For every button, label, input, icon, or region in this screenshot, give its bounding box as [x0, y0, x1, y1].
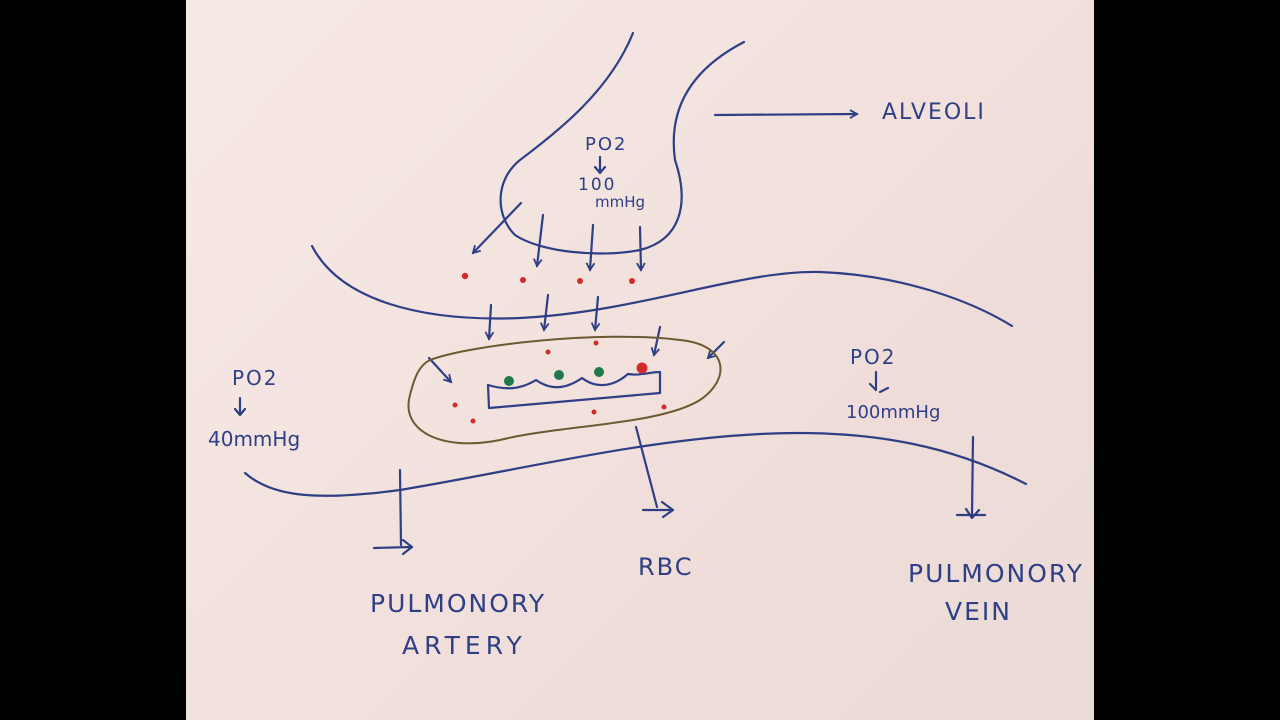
green-dot	[554, 370, 564, 380]
capillary-lower-wall	[243, 431, 1028, 497]
oxygen-dot	[591, 409, 597, 415]
oxygen-dot	[545, 349, 551, 355]
rbc-cell-outline	[407, 335, 722, 445]
hemoglobin-binding-sites	[504, 362, 648, 386]
green-dot	[504, 376, 514, 386]
paper-sheet	[186, 0, 1094, 720]
rbc-label: RBC	[638, 553, 693, 581]
oxygen-dot	[520, 277, 526, 283]
po2-artery-value: 40mmHg	[208, 427, 300, 451]
pulmonary-vein-label-line1: PULMONORY	[908, 559, 1084, 588]
po2-vein-value: 100mmHg	[846, 402, 940, 423]
po2-alveoli-unit: mmHg	[595, 193, 645, 211]
oxygen-dot	[577, 278, 583, 284]
oxygen-dot	[593, 340, 599, 346]
alveoli-label: ALVEOLI	[882, 100, 986, 125]
pulmonary-artery-pointer	[372, 468, 414, 556]
hemoglobin-strip	[486, 370, 662, 410]
alveolus-outline	[499, 31, 746, 255]
oxygen-dot-bound	[636, 362, 648, 374]
po2-vein-label: PO2	[850, 345, 897, 369]
pulmonary-artery-label-line2: ARTERY	[402, 631, 527, 660]
pulmonary-artery-label-line1: PULMONORY	[370, 589, 546, 618]
oxygen-dot	[470, 418, 476, 424]
capillary-upper-wall	[310, 244, 1014, 328]
oxygen-molecules-interstitium	[461, 272, 635, 284]
diffusion-arrows-capillary	[427, 293, 726, 384]
oxygen-dot	[661, 404, 667, 410]
oxygen-dot	[452, 402, 458, 408]
po2-alveoli-value: 100	[578, 175, 616, 195]
pulmonary-vein-label-line2: VEIN	[945, 597, 1012, 626]
po2-artery-arrow	[233, 396, 247, 417]
oxygen-dot	[461, 272, 469, 280]
pulmonary-vein-pointer	[955, 435, 987, 520]
alveoli-pointer-arrow	[713, 109, 859, 119]
oxygen-molecules-rbc	[452, 340, 667, 424]
po2-alveoli-label: PO2	[585, 134, 627, 155]
po2-alveoli-arrow	[593, 155, 607, 175]
po2-vein-arrow	[868, 370, 890, 394]
green-dot	[594, 367, 604, 377]
diffusion-arrows-alveolus	[471, 201, 646, 272]
rbc-pointer	[634, 425, 675, 519]
oxygen-dot	[629, 278, 635, 284]
po2-artery-label: PO2	[232, 366, 279, 390]
